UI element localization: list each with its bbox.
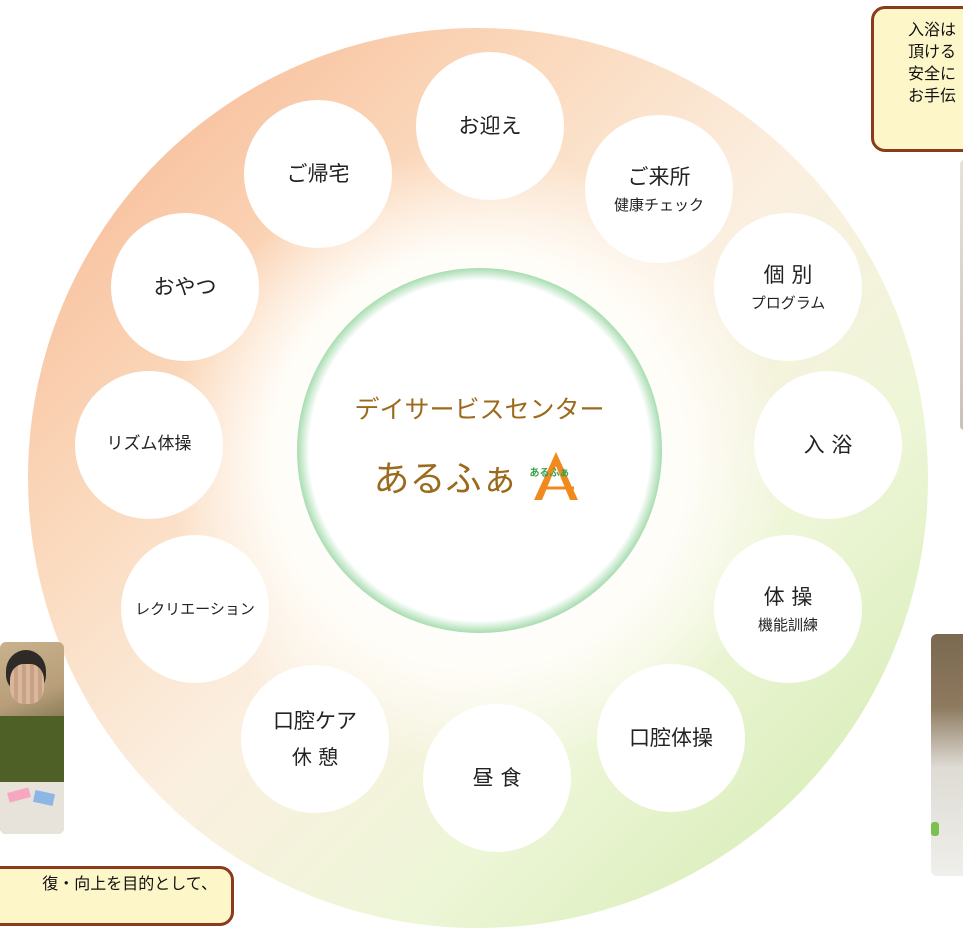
step-sublabel: プログラム bbox=[750, 293, 826, 312]
callout-line: 復・向上を目的として、 bbox=[42, 874, 217, 893]
callout-bath-note: 入浴は 頂ける 安全に お手伝 bbox=[871, 6, 963, 152]
step-sublabel: 休 憩 bbox=[291, 744, 339, 769]
step-label: 体 操 bbox=[763, 584, 813, 609]
step-bubble-return-home: ご帰宅 bbox=[244, 100, 392, 248]
center-disc: デイサービスセンター あるふぁ あるふぁ bbox=[297, 268, 662, 633]
step-bubble-arrival-health-check: ご来所 健康チェック bbox=[585, 115, 733, 263]
step-label: 口腔ケア bbox=[273, 709, 357, 734]
step-bubble-oral-care-rest: 口腔ケア 休 憩 bbox=[241, 665, 389, 813]
step-bubble-individual-program: 個 別 プログラム bbox=[714, 213, 862, 361]
callout-purpose-note: 復・向上を目的として、 bbox=[0, 866, 234, 926]
step-label: ご帰宅 bbox=[286, 161, 350, 186]
step-label: ご来所 bbox=[627, 164, 691, 189]
photo-woman-craft bbox=[0, 642, 64, 834]
step-sublabel: 機能訓練 bbox=[757, 615, 818, 634]
logo-small-text: あるふぁ bbox=[529, 467, 570, 479]
step-label: リズム体操 bbox=[106, 434, 192, 455]
brand-row: あるふぁ あるふぁ bbox=[373, 450, 585, 502]
step-bubble-snack: おやつ bbox=[111, 213, 259, 361]
step-label: 口腔体操 bbox=[629, 725, 713, 750]
step-bubble-exercise-training: 体 操 機能訓練 bbox=[714, 535, 862, 683]
step-label: 入 浴 bbox=[803, 432, 853, 457]
alpha-logo: あるふぁ bbox=[526, 450, 586, 502]
step-label: レクリエーション bbox=[135, 599, 255, 618]
step-bubble-lunch: 昼 食 bbox=[423, 704, 571, 852]
center-title: デイサービスセンター bbox=[354, 394, 605, 424]
step-bubble-pickup: お迎え bbox=[416, 52, 564, 200]
callout-line: 安全に bbox=[908, 64, 957, 83]
step-sublabel: 健康チェック bbox=[613, 195, 704, 214]
photo-exercise-room bbox=[931, 634, 963, 876]
step-label: 昼 食 bbox=[472, 765, 522, 790]
callout-line: 入浴は bbox=[908, 20, 957, 39]
callout-line: 頂ける bbox=[908, 42, 957, 61]
step-label: お迎え bbox=[458, 113, 522, 138]
step-label: おやつ bbox=[153, 274, 217, 299]
step-label: 個 別 bbox=[763, 262, 813, 287]
step-bubble-oral-exercise: 口腔体操 bbox=[597, 664, 745, 812]
brand-name: あるふぁ bbox=[373, 458, 518, 500]
step-bubble-bath: 入 浴 bbox=[754, 371, 902, 519]
photo-bath-area bbox=[960, 160, 963, 430]
step-bubble-recreation: レクリエーション bbox=[121, 535, 269, 683]
callout-line: お手伝 bbox=[908, 86, 957, 105]
step-bubble-rhythm-exercise: リズム体操 bbox=[75, 371, 223, 519]
alpha-logo-icon bbox=[533, 451, 578, 500]
